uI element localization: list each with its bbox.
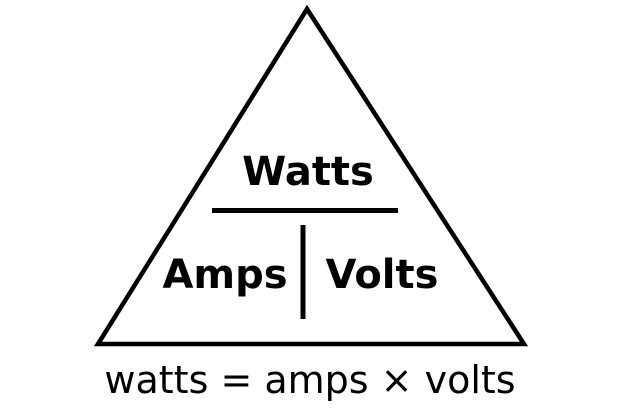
watts-label: Watts (242, 149, 374, 195)
amps-label: Amps (162, 252, 288, 298)
formula-text: watts = amps × volts (104, 358, 516, 402)
volts-label: Volts (325, 252, 439, 298)
triangle-outline (93, 4, 529, 347)
